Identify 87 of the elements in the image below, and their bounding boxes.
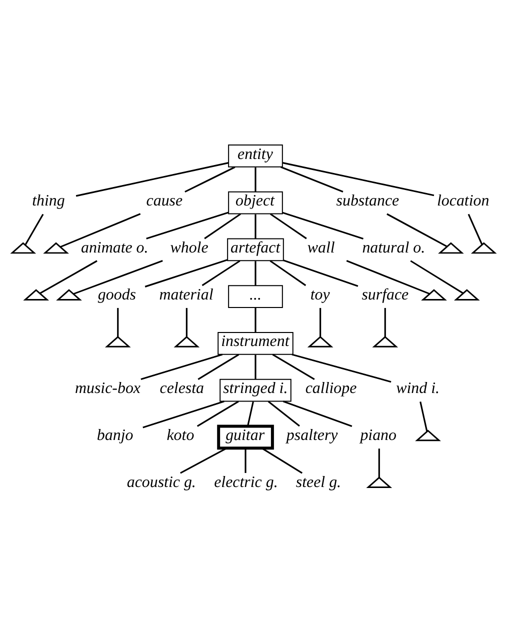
node-fork xyxy=(366,476,392,488)
connector xyxy=(254,260,256,286)
node-text: wall xyxy=(307,238,335,256)
node-box: instrument xyxy=(218,331,294,354)
connector xyxy=(40,260,98,294)
node-box: object xyxy=(228,190,283,214)
connector xyxy=(184,166,236,192)
connector xyxy=(282,400,352,427)
node-text: steel g. xyxy=(296,473,342,490)
connector xyxy=(272,353,315,380)
node-text: acoustic g. xyxy=(126,473,196,490)
node-fork xyxy=(372,335,398,347)
connector xyxy=(254,307,256,332)
connector xyxy=(282,211,364,239)
node-text: wind i. xyxy=(396,380,440,397)
connector xyxy=(146,211,229,239)
connector xyxy=(140,353,223,380)
node-text: material xyxy=(159,286,214,303)
connector xyxy=(186,307,188,336)
connector xyxy=(144,258,228,287)
node-text: psaltery xyxy=(286,426,338,444)
node-fork xyxy=(421,288,447,300)
connector xyxy=(384,307,386,336)
connector xyxy=(346,260,430,294)
connector xyxy=(270,260,306,286)
node-fork xyxy=(454,288,480,300)
node-box: stringed i. xyxy=(220,378,292,402)
node-fork xyxy=(415,429,441,441)
node-text: substance xyxy=(336,192,400,210)
node-fork xyxy=(10,242,36,254)
connector xyxy=(282,162,434,196)
node-text: natural o. xyxy=(362,238,426,256)
node-text: koto xyxy=(166,426,194,444)
node-box: guitar xyxy=(217,424,274,450)
node-fork xyxy=(104,335,131,347)
connector xyxy=(280,166,344,192)
connector xyxy=(262,447,303,474)
node-text: celesta xyxy=(160,380,204,397)
node-text: animate o. xyxy=(80,238,148,256)
node-fork xyxy=(307,335,334,347)
connector xyxy=(198,353,240,380)
node-box: ... xyxy=(228,284,283,308)
node-fork xyxy=(56,288,82,300)
node-fork xyxy=(470,242,497,254)
connector xyxy=(420,401,428,431)
node-fork xyxy=(23,288,50,300)
connector xyxy=(204,212,241,239)
node-box: entity xyxy=(228,144,283,167)
node-fork xyxy=(438,242,464,254)
node-text: calliope xyxy=(305,380,357,397)
connector xyxy=(270,212,307,239)
connector xyxy=(254,166,256,192)
connector xyxy=(378,448,380,477)
connector xyxy=(202,260,240,286)
node-text: thing xyxy=(32,192,65,210)
node-box: artefact xyxy=(227,238,284,261)
connector xyxy=(60,212,141,248)
node-text: surface xyxy=(362,286,409,303)
connector xyxy=(73,260,163,294)
connector xyxy=(180,447,227,474)
connector xyxy=(244,448,246,472)
connector xyxy=(320,307,322,336)
connector xyxy=(283,259,358,286)
node-text: electric g. xyxy=(214,473,278,490)
node-text: toy xyxy=(310,286,330,303)
node-fork xyxy=(174,335,200,347)
node-text: banjo xyxy=(96,426,134,444)
node-text: cause xyxy=(146,192,183,210)
connector xyxy=(410,260,464,294)
node-text: location xyxy=(436,192,490,210)
node-text: music-box xyxy=(75,380,141,397)
connector xyxy=(468,213,483,245)
node-text: piano xyxy=(360,426,397,444)
connector xyxy=(254,214,256,238)
connector xyxy=(76,162,229,196)
connector xyxy=(292,353,392,382)
connector xyxy=(386,212,448,247)
connector xyxy=(246,401,254,426)
connector xyxy=(142,400,224,428)
connector xyxy=(254,354,256,379)
node-fork xyxy=(43,242,69,254)
connector xyxy=(24,213,44,245)
node-text: whole xyxy=(170,238,208,256)
node-text: goods xyxy=(98,286,136,303)
connector xyxy=(268,400,300,426)
connector xyxy=(117,307,119,336)
connector xyxy=(196,400,239,426)
